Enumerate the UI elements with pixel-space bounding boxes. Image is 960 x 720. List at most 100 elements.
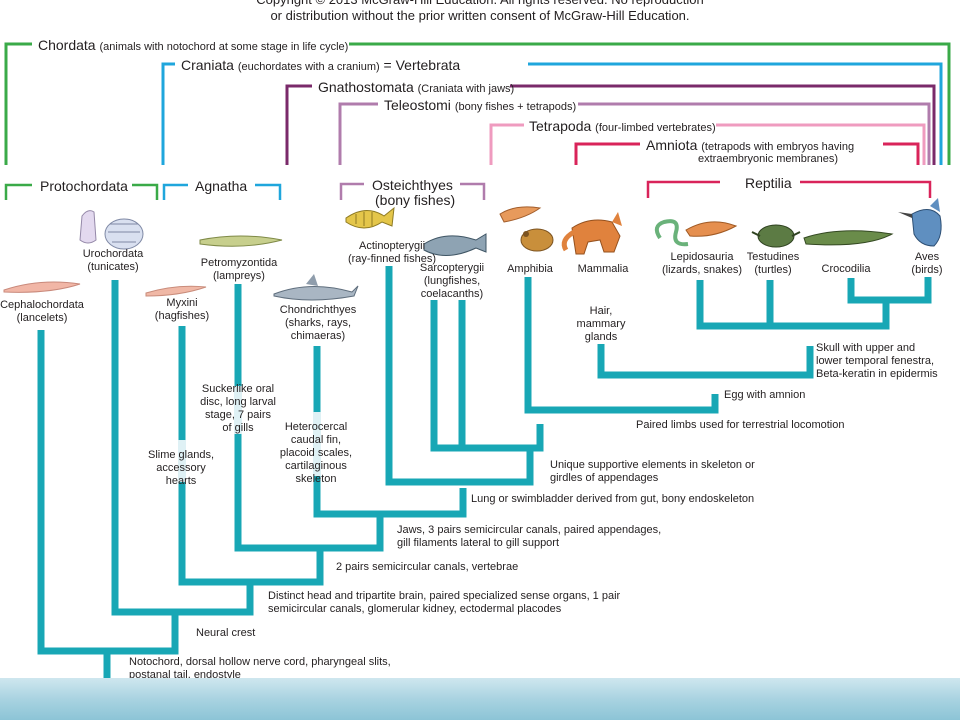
protochordata-bracket-right	[132, 183, 159, 200]
taxon-common: (ray-finned fishes)	[347, 253, 437, 265]
taxon-name: Petromyzontida	[200, 257, 278, 269]
taxon-common: (hagfishes)	[154, 310, 210, 322]
taxon-myxini: Myxini (hagfishes)	[155, 297, 209, 323]
taxon-common: (lizards, snakes)	[661, 264, 743, 276]
reptilia-bracket-right	[800, 180, 932, 198]
trait-slime-glands: Slime glands, accessory hearts	[148, 449, 214, 488]
taxon-common-2: coelacanths)	[420, 288, 484, 300]
agnatha-label: Agnatha	[195, 178, 248, 194]
amniota-name: Amniota	[646, 137, 698, 153]
hagfish-icon	[145, 285, 207, 297]
trait-heterocercal: Heterocercal caudal fin, placoid scales,…	[280, 421, 352, 486]
trait-line: Notochord, dorsal hollow nerve cord, pha…	[129, 656, 391, 668]
taxon-common: (lungfishes,	[423, 275, 481, 287]
slide-footer-band	[0, 678, 960, 720]
taxon-name: Urochordata	[82, 248, 144, 260]
lungfish-coelacanth-branch	[430, 300, 544, 452]
amniota-desc-2: extraembryonic membranes)	[698, 153, 838, 165]
teleostomi-bracket-right	[578, 102, 931, 165]
tetrapoda-name: Tetrapoda	[529, 118, 592, 134]
osteichthyes-sublabel: (bony fishes)	[375, 192, 456, 208]
trait-line: Lung or swimbladder derived from gut, bo…	[471, 493, 755, 505]
reptilia-label: Reptilia	[745, 175, 792, 191]
reptilia-branches	[696, 277, 932, 330]
trait-line: Jaws, 3 pairs semicircular canals, paire…	[397, 524, 662, 536]
lancelet-icon	[3, 281, 81, 293]
trait-jaws: Jaws, 3 pairs semicircular canals, paire…	[397, 524, 661, 550]
trait-neural-crest: Neural crest	[196, 627, 255, 640]
tetrapoda-bracket	[489, 123, 524, 165]
crocodile-icon	[803, 230, 894, 246]
trait-line: Skull with upper and	[816, 342, 916, 354]
taxon-sarcopterygii: Sarcopterygii (lungfishes, coelacanths)	[420, 262, 484, 301]
tetrapoda-label: Tetrapoda (four-limbed vertebrates)	[529, 118, 716, 136]
group-brackets	[4, 180, 932, 200]
protochordata-label: Protochordata	[40, 178, 128, 194]
trait-line: hearts	[165, 475, 197, 487]
craniata-bracket-right	[528, 62, 943, 165]
tetrapoda-bracket-right	[716, 123, 926, 165]
trait-line: stage, 7 pairs	[204, 409, 272, 421]
agnatha-bracket	[162, 183, 188, 200]
trait-lung: Lung or swimbladder derived from gut, bo…	[471, 493, 754, 506]
osteichthyes-bracket	[339, 182, 364, 200]
teleostomi-label: Teleostomi (bony fishes + tetrapods)	[384, 97, 576, 115]
gnathostomata-bracket	[285, 84, 312, 165]
amniota-bracket-right	[883, 142, 920, 165]
taxon-urochordata: Urochordata (tunicates)	[83, 248, 144, 274]
craniata-bracket	[161, 62, 175, 165]
taxon-crocodilia: Crocodilia	[822, 263, 871, 276]
taxon-name: Sarcopterygii	[419, 262, 485, 274]
trait-line: mammary	[576, 318, 626, 330]
amniota-label: Amniota (tetrapods with embryos having	[646, 137, 854, 155]
taxon-common: (turtles)	[754, 264, 792, 276]
snake-lizard-icon	[654, 219, 738, 247]
copyright-line-1: Copyright © 2013 McGraw-Hill Education. …	[0, 0, 960, 8]
taxon-petromyzontida: Petromyzontida (lampreys)	[201, 257, 277, 283]
trait-line: caudal fin,	[290, 434, 342, 446]
taxon-name: Crocodilia	[821, 263, 871, 275]
taxon-aves: Aves (birds)	[911, 251, 942, 277]
taxon-name: Mammalia	[577, 263, 629, 275]
trait-line: gill filaments lateral to gill support	[397, 537, 560, 549]
copyright-notice: Copyright © 2013 McGraw-Hill Education. …	[0, 0, 960, 24]
trait-line: Hair,	[589, 305, 613, 317]
slime-glands-mark	[178, 440, 186, 482]
lamprey-icon	[199, 235, 283, 247]
chordata-name: Chordata	[38, 37, 96, 53]
trait-unique-supportive: Unique supportive elements in skeleton o…	[550, 459, 755, 485]
trait-two-pairs: 2 pairs semicircular canals, vertebrae	[336, 561, 518, 574]
chordata-bracket-right	[349, 42, 951, 165]
osteichthyes-bracket-right	[460, 182, 486, 200]
trait-line: Unique supportive elements in skeleton o…	[550, 459, 755, 471]
taxon-cephalochordata: Cephalochordata (lancelets)	[0, 299, 84, 325]
taxon-name: Myxini	[166, 297, 198, 309]
trait-line: disc, long larval	[200, 396, 276, 408]
suckerlike-mark	[234, 386, 242, 434]
mammalia-branch	[597, 344, 814, 379]
trait-skull: Skull with upper and lower temporal fene…	[816, 342, 938, 381]
trait-distinct-head: Distinct head and tripartite brain, pair…	[268, 590, 620, 616]
taxon-common: (lancelets)	[16, 312, 68, 324]
chordata-bracket	[4, 42, 32, 165]
taxon-name: Actinopterygii	[358, 240, 426, 252]
gnathostomata-desc: (Craniata with jaws)	[417, 83, 515, 95]
craniata-eq: = Vertebrata	[383, 57, 461, 73]
fox-icon	[561, 212, 622, 255]
amniota-desc-1: (tetrapods with embryos having	[701, 141, 855, 153]
craniata-label: Craniata (euchordates with a cranium) = …	[181, 57, 460, 75]
amniota-bracket	[574, 142, 640, 165]
taxon-name: Chondrichthyes	[279, 304, 357, 316]
perch-icon	[345, 206, 395, 229]
trait-suckerlike: Suckerlike oral disc, long larval stage,…	[200, 383, 276, 435]
clade-brackets	[4, 42, 951, 165]
trait-line: 2 pairs semicircular canals, vertebrae	[336, 561, 519, 573]
gnathostomata-bracket-right	[510, 84, 936, 165]
trait-line: Distinct head and tripartite brain, pair…	[268, 590, 621, 602]
trait-paired-limbs: Paired limbs used for terrestrial locomo…	[636, 419, 844, 432]
chordata-label: Chordata (animals with notochord at some…	[38, 37, 348, 55]
trait-egg-amnion: Egg with amnion	[724, 389, 805, 402]
trait-line: glands	[584, 331, 618, 343]
trait-line: placoid scales,	[279, 447, 353, 459]
